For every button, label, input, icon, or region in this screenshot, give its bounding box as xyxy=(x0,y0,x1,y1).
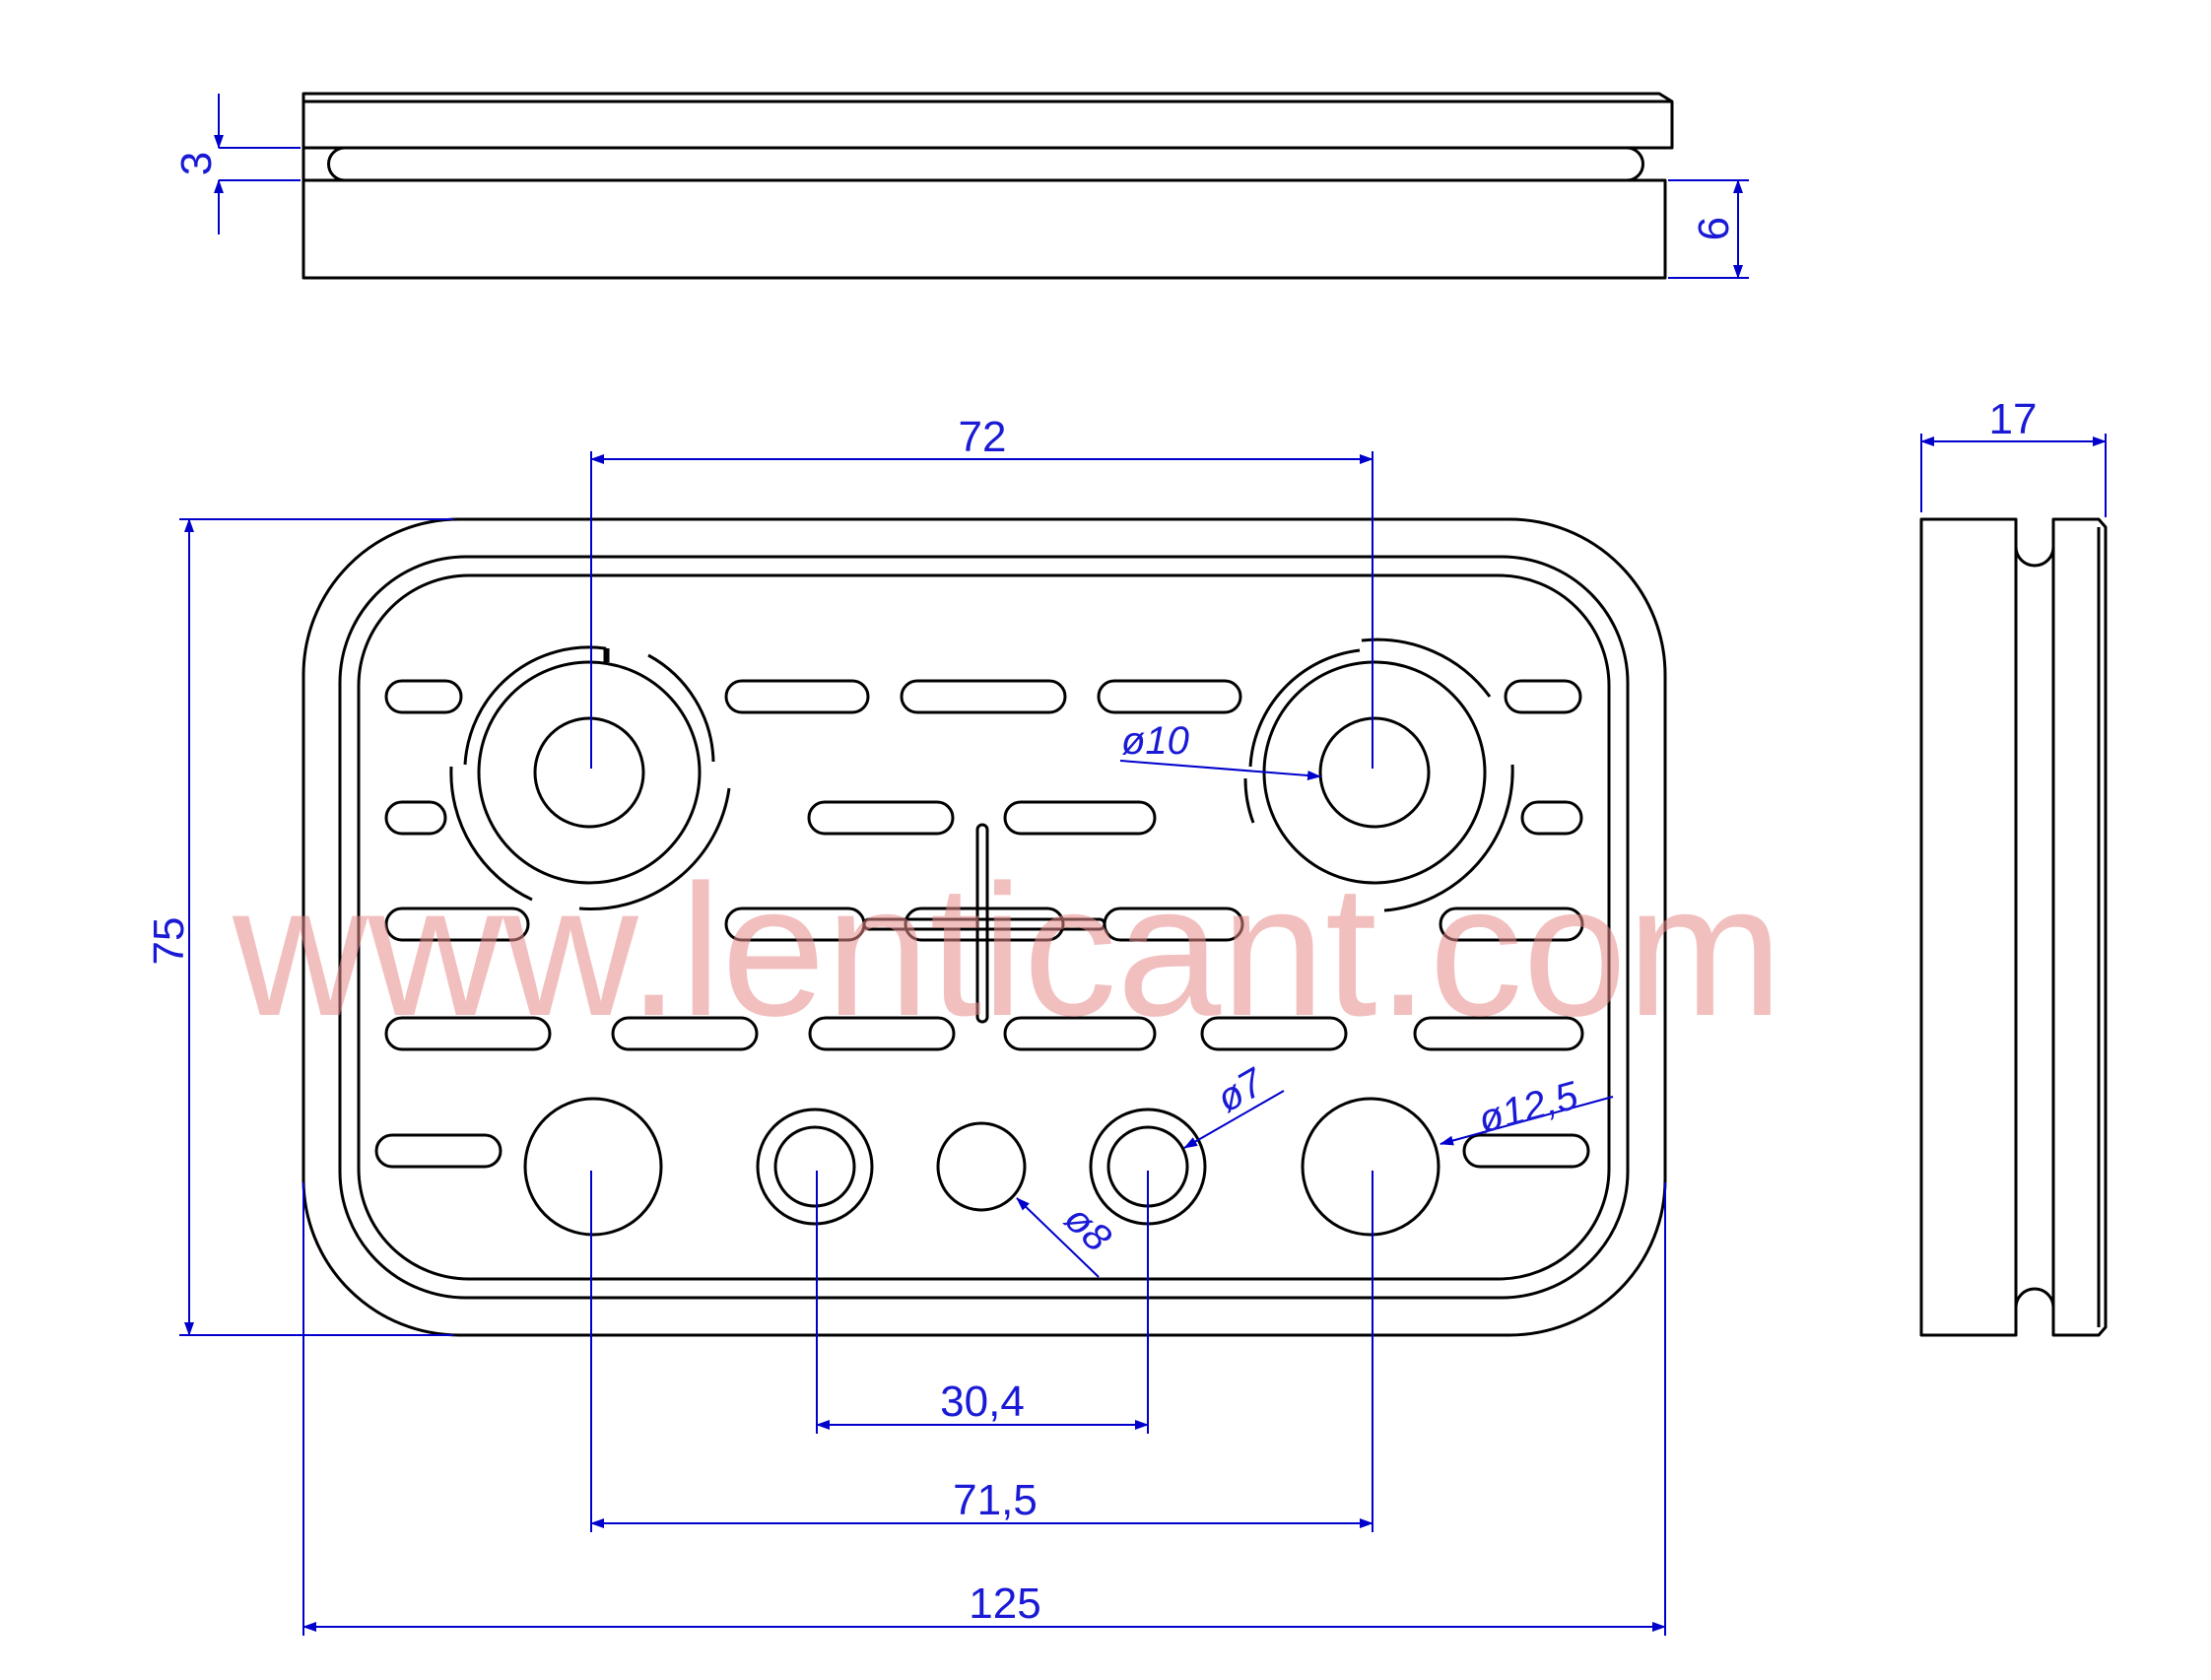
dim-text-72: 72 xyxy=(959,413,1007,461)
callout-d7: ø7 xyxy=(1183,1059,1285,1149)
left-suction-ring xyxy=(449,645,731,910)
dim-text-30-4: 30,4 xyxy=(940,1378,1025,1426)
dim-text-d7: ø7 xyxy=(1210,1059,1273,1120)
dim-total-height-75: 75 xyxy=(145,518,453,1336)
dim-text-d10: ø10 xyxy=(1121,719,1189,763)
dim-text-71-5: 71,5 xyxy=(953,1476,1038,1524)
dim-hole-spacing-72: 72 xyxy=(590,413,1374,769)
slots xyxy=(374,679,1590,1169)
dim-text-125: 125 xyxy=(969,1579,1040,1628)
callout-d12-5: ø12,5 xyxy=(1440,1074,1614,1146)
dim-outer-spacing: 71,5 xyxy=(590,1171,1374,1532)
dim-total-width: 125 xyxy=(302,1182,1666,1636)
right-view xyxy=(1919,517,2108,1337)
dim-text-side: 17 xyxy=(1989,395,2038,443)
dim-text-groove: 3 xyxy=(172,152,221,175)
dim-text-75: 75 xyxy=(145,917,193,966)
dim-groove-height: 3 xyxy=(172,94,301,235)
watermark-text: www.lenticant.com xyxy=(232,846,1782,1055)
dim-text-d12-5: ø12,5 xyxy=(1474,1074,1583,1142)
dim-side-thickness: 17 xyxy=(1920,395,2107,517)
dim-text-d8: ø8 xyxy=(1056,1197,1120,1261)
dim-base-thickness: 9 xyxy=(1668,179,1749,279)
top-view xyxy=(302,92,1674,280)
callout-d10: ø10 xyxy=(1119,719,1321,780)
bottom-holes xyxy=(523,1097,1440,1237)
dim-inner-spacing: 30,4 xyxy=(816,1171,1149,1434)
callout-d8: ø8 xyxy=(1016,1197,1120,1278)
dim-text-base: 9 xyxy=(1689,217,1737,240)
